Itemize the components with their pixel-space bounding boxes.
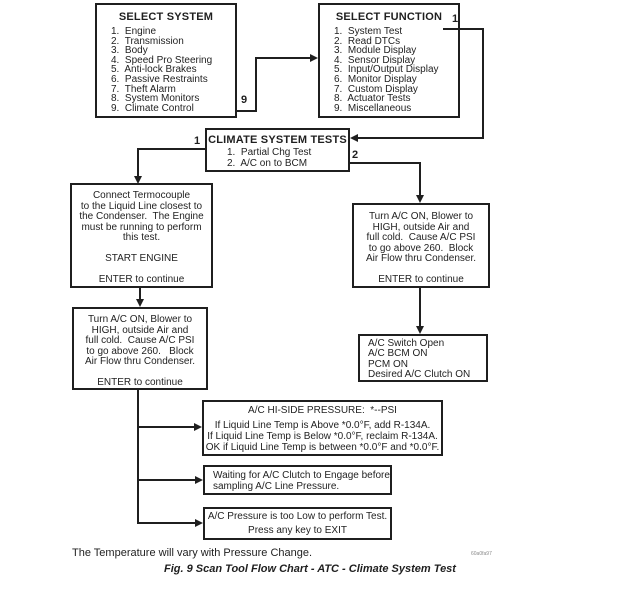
connector-function-to-tests (358, 137, 484, 139)
connector-branch-pressure-low (137, 522, 196, 524)
arrow-down-icon (416, 326, 424, 334)
select-system-item-6: 6. Passive Restraints (111, 73, 208, 85)
connector-label-1-tests: 1 (194, 135, 201, 147)
connector-trunk (137, 390, 139, 524)
turn-ac-on-left-text: Turn A/C ON, Blower to HIGH, outside Air… (84, 314, 196, 388)
climate-system-tests-box: CLIMATE SYSTEM TESTS 1. Partial Chg Test… (205, 128, 350, 172)
waiting-clutch-box: Waiting for A/C Clutch to Engage before … (203, 465, 392, 495)
arrow-down-icon (136, 299, 144, 307)
select-function-item-5: 5. Input/Output Display (334, 64, 439, 76)
select-function-item-2: 2. Read DTCs (334, 35, 401, 47)
select-system-box: SELECT SYSTEM 1. Engine 2. Transmission … (95, 3, 237, 118)
select-function-item-9: 9. Miscellaneous (334, 102, 412, 114)
select-function-menu: 1. System Test 2. Read DTCs 3. Module Di… (334, 27, 458, 113)
climate-tests-item-1: 1. Partial Chg Test (227, 147, 312, 158)
select-function-item-1: 1. System Test (334, 26, 403, 37)
turn-ac-on-right-text: Turn A/C ON, Blower to HIGH, outside Air… (365, 211, 477, 285)
figure-caption: Fig. 9 Scan Tool Flow Chart - ATC - Clim… (164, 563, 456, 575)
pressure-low-line1: A/C Pressure is too Low to perform Test. (207, 511, 388, 522)
connector-tests-left-down (137, 148, 139, 176)
select-function-item-7: 7. Custom Display (334, 83, 418, 95)
select-system-item-4: 4. Speed Pro Steering (111, 54, 213, 66)
select-system-item-5: 5. Anti-lock Brakes (111, 64, 197, 76)
climate-system-tests-menu: 1. Partial Chg Test 2. A/C on to BCM (227, 147, 348, 169)
select-system-menu: 1. Engine 2. Transmission 3. Body 4. Spe… (111, 27, 235, 113)
connector-turnac-right-down (419, 288, 421, 328)
connect-thermocouple-text: Connect Termocouple to the Liquid Line c… (79, 190, 204, 285)
select-system-title: SELECT SYSTEM (118, 11, 214, 23)
connector-label-2: 2 (352, 149, 359, 161)
connector-connect-down (139, 288, 141, 301)
connector-system-out (237, 110, 257, 112)
hi-side-pressure-title: A/C HI-SIDE PRESSURE: *--PSI (248, 405, 397, 416)
arrow-right-icon (195, 519, 203, 527)
climate-system-tests-title: CLIMATE SYSTEM TESTS (208, 134, 347, 146)
pressure-low-line2: Press any key to EXIT (248, 524, 347, 536)
select-system-item-9: 9. Climate Control (111, 102, 194, 114)
select-system-item-7: 7. Theft Alarm (111, 83, 176, 95)
turn-ac-on-right-box: Turn A/C ON, Blower to HIGH, outside Air… (352, 203, 490, 288)
ac-status-text: A/C Switch Open A/C BCM ON PCM ON Desire… (368, 338, 471, 380)
connector-label-9: 9 (241, 94, 248, 106)
climate-tests-item-2: 2. A/C on to BCM (227, 157, 308, 169)
connector-tests-left (137, 148, 205, 150)
connect-thermocouple-box: Connect Termocouple to the Liquid Line c… (70, 183, 213, 288)
arrow-right-icon (310, 54, 318, 62)
select-function-item-8: 8. Actuator Tests (334, 93, 411, 105)
hi-side-pressure-box: A/C HI-SIDE PRESSURE: *--PSI If Liquid L… (202, 400, 443, 456)
select-function-item-4: 4. Sensor Display (334, 54, 416, 66)
connector-branch-hiside (137, 426, 195, 428)
connector-branch-waiting (137, 479, 196, 481)
connector-system-up (255, 57, 257, 112)
select-function-item-3: 3. Module Display (334, 45, 417, 57)
connector-tests-right (350, 162, 421, 164)
ac-status-box: A/C Switch Open A/C BCM ON PCM ON Desire… (358, 334, 488, 382)
arrow-right-icon (195, 476, 203, 484)
hi-side-pressure-text: If Liquid Line Temp is Above *0.0°F, add… (205, 419, 440, 453)
select-function-box: SELECT FUNCTION 1. System Test 2. Read D… (318, 3, 460, 118)
select-system-item-1: 1. Engine (111, 26, 157, 37)
waiting-clutch-text: Waiting for A/C Clutch to Engage before … (213, 470, 390, 492)
figure-watermark: 60a0fa97 (471, 551, 492, 557)
select-system-item-3: 3. Body (111, 45, 148, 57)
connector-function-out (443, 28, 484, 30)
select-function-title: SELECT FUNCTION (335, 11, 443, 23)
pressure-low-box: A/C Pressure is too Low to perform Test.… (203, 507, 392, 540)
arrow-left-icon (350, 134, 358, 142)
turn-ac-on-left-box: Turn A/C ON, Blower to HIGH, outside Air… (72, 307, 208, 390)
select-system-item-8: 8. System Monitors (111, 93, 200, 105)
temperature-note: The Temperature will vary with Pressure … (72, 547, 313, 559)
select-system-item-2: 2. Transmission (111, 35, 184, 47)
arrow-down-icon (416, 195, 424, 203)
connector-function-down (482, 28, 484, 139)
arrow-down-icon (134, 176, 142, 184)
select-function-item-6: 6. Monitor Display (334, 73, 417, 85)
connector-label-1-function: 1 (452, 13, 459, 25)
arrow-right-icon (194, 423, 202, 431)
connector-tests-right-down (419, 162, 421, 196)
connector-system-to-function (255, 57, 310, 59)
